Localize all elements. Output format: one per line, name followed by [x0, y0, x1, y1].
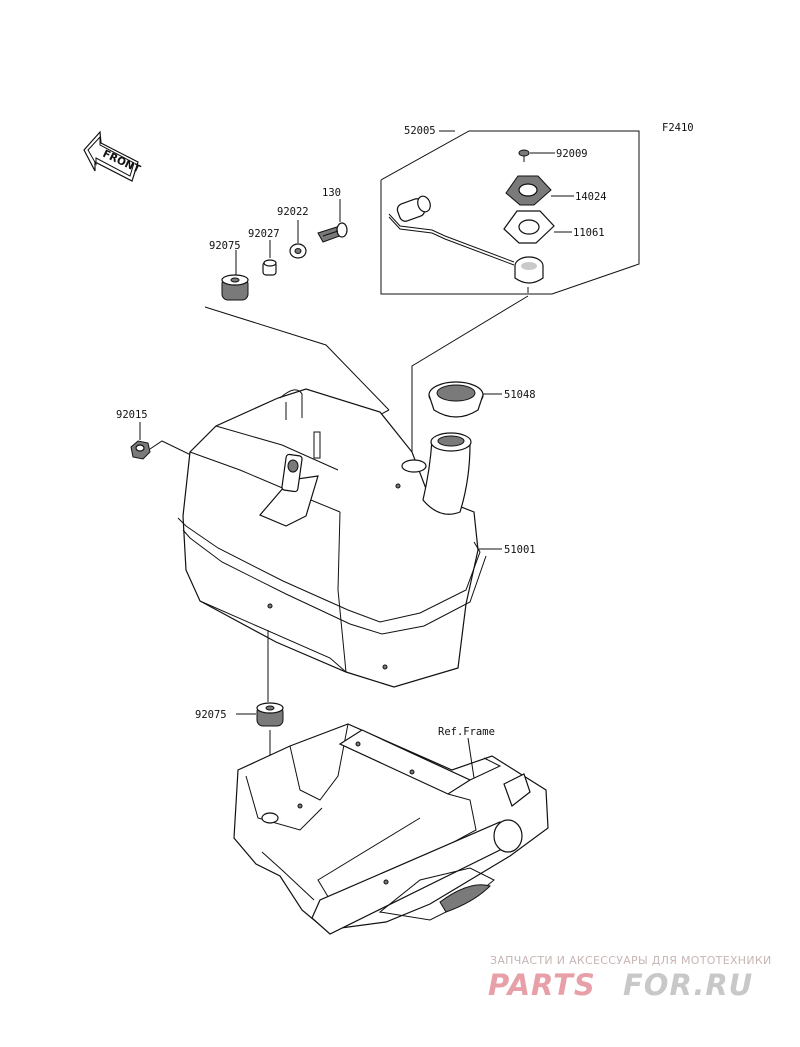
label-14024: 14024	[575, 191, 607, 203]
damper-92075-top	[221, 274, 249, 301]
gasket-11061	[503, 210, 555, 244]
label-130: 130	[322, 187, 341, 199]
label-92009: 92009	[556, 148, 588, 160]
sender-unit-box	[380, 130, 640, 295]
watermark-tagline: ЗАПЧАСТИ И АКСЕССУАРЫ ДЛЯ МОТОТЕХНИКИ	[490, 954, 772, 967]
damper-92075-bottom	[256, 702, 284, 727]
plate-14024	[505, 175, 552, 206]
label-ref-frame: Ref.Frame	[438, 726, 495, 738]
frame-reference	[233, 723, 549, 935]
bolt-130	[317, 222, 348, 243]
label-51048: 51048	[504, 389, 536, 401]
washer-92022	[289, 243, 307, 259]
screw-92009	[518, 149, 530, 162]
filler-cap-51048	[428, 381, 484, 418]
label-51001: 51001	[504, 544, 536, 556]
collar-92027	[262, 259, 277, 276]
label-11061: 11061	[573, 227, 605, 239]
fuel-sender-unit	[388, 195, 544, 284]
label-92022: 92022	[277, 206, 309, 218]
label-92075-bottom: 92075	[195, 709, 227, 721]
watermark: ЗАПЧАСТИ И АКСЕССУАРЫ ДЛЯ МОТОТЕХНИКИ PA…	[488, 954, 772, 1002]
label-92075-top: 92075	[209, 240, 241, 252]
front-arrow-icon: FRONT	[83, 130, 143, 182]
figure-code: F2410	[662, 122, 694, 134]
label-52005: 52005	[404, 125, 436, 137]
nut-92015	[130, 440, 151, 460]
label-92027: 92027	[248, 228, 280, 240]
watermark-brand-right: FOR.RU	[623, 968, 753, 1002]
watermark-brand-left: PARTS	[488, 968, 596, 1002]
fuel-tank-51001	[177, 388, 487, 688]
label-92015: 92015	[116, 409, 148, 421]
